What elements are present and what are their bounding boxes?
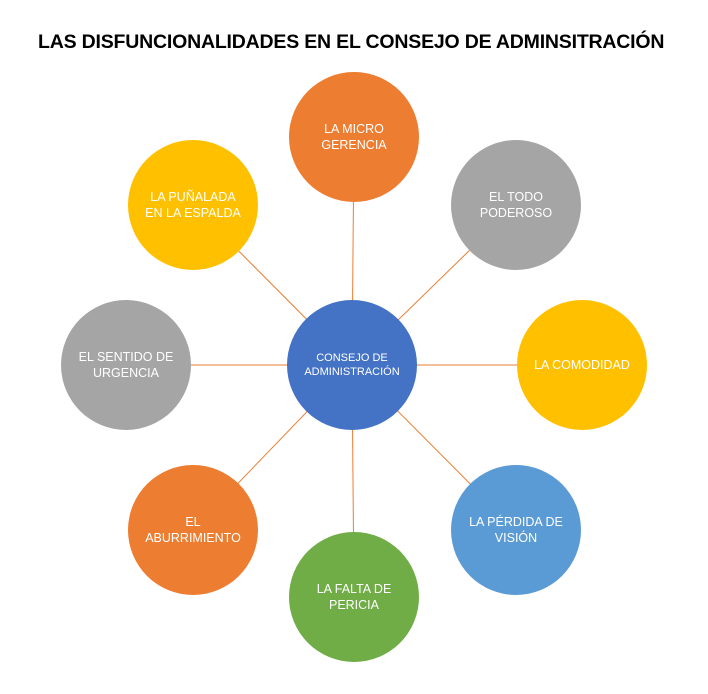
node-center-consejo: CONSEJO DE ADMINISTRACIÓN xyxy=(287,300,417,430)
diagram-title: LAS DISFUNCIONALIDADES EN EL CONSEJO DE … xyxy=(38,31,665,53)
node-todo-poderoso-label-line: PODEROSO xyxy=(479,206,553,220)
node-sentido-urgencia-label-line: URGENCIA xyxy=(93,366,159,380)
node-todo-poderoso: EL TODO PODEROSO xyxy=(451,140,581,270)
node-comodidad-label-line: LA COMODIDAD xyxy=(534,358,630,372)
node-falta-pericia-label: LA FALTA DE PERICIA xyxy=(305,581,404,613)
node-falta-pericia-label-line: PERICIA xyxy=(328,598,379,612)
node-falta-pericia: LA FALTA DE PERICIA xyxy=(289,532,419,662)
node-todo-poderoso-label: EL TODO PODEROSO xyxy=(468,189,564,221)
node-sentido-urgencia: EL SENTIDO DE URGENCIA xyxy=(61,300,191,430)
node-aburrimiento-label: EL ABURRIMIENTO xyxy=(133,514,253,546)
node-center-consejo-label-line: ADMINISTRACIÓN xyxy=(304,366,400,378)
node-punalada-espalda-label-line: EN LA ESPALDA xyxy=(145,206,241,220)
node-perdida-vision-label-line: VISIÓN xyxy=(494,531,538,545)
node-center-consejo-label-line: CONSEJO DE xyxy=(316,352,388,364)
node-perdida-vision-label-line: LA PÉRDIDA DE xyxy=(469,515,563,529)
node-punalada-espalda-label-line: LA PUÑALADA xyxy=(150,190,236,204)
node-micro-gerencia-label-line: LA MICRO xyxy=(324,122,384,136)
node-comodidad: LA COMODIDAD xyxy=(517,300,647,430)
node-sentido-urgencia-label: EL SENTIDO DE URGENCIA xyxy=(67,349,186,381)
node-comodidad-label: LA COMODIDAD xyxy=(522,357,642,373)
node-aburrimiento: EL ABURRIMIENTO xyxy=(128,465,258,595)
node-aburrimiento-label-line: EL xyxy=(185,515,201,529)
node-falta-pericia-label-line: LA FALTA DE xyxy=(316,582,392,596)
node-sentido-urgencia-label-line: EL SENTIDO DE xyxy=(78,350,174,364)
node-aburrimiento-label-line: ABURRIMIENTO xyxy=(145,531,241,545)
node-todo-poderoso-label-line: EL TODO xyxy=(489,190,543,204)
node-center-consejo-label: CONSEJO DE ADMINISTRACIÓN xyxy=(292,351,411,379)
node-punalada-espalda: LA PUÑALADA EN LA ESPALDA xyxy=(128,140,258,270)
node-perdida-vision-label: LA PÉRDIDA DE VISIÓN xyxy=(457,514,575,546)
node-micro-gerencia: LA MICRO GERENCIA xyxy=(289,72,419,202)
node-punalada-espalda-label: LA PUÑALADA EN LA ESPALDA xyxy=(133,189,253,221)
node-perdida-vision: LA PÉRDIDA DE VISIÓN xyxy=(451,465,581,595)
node-micro-gerencia-label-line: GERENCIA xyxy=(321,138,387,152)
node-micro-gerencia-label: LA MICRO GERENCIA xyxy=(309,121,398,153)
